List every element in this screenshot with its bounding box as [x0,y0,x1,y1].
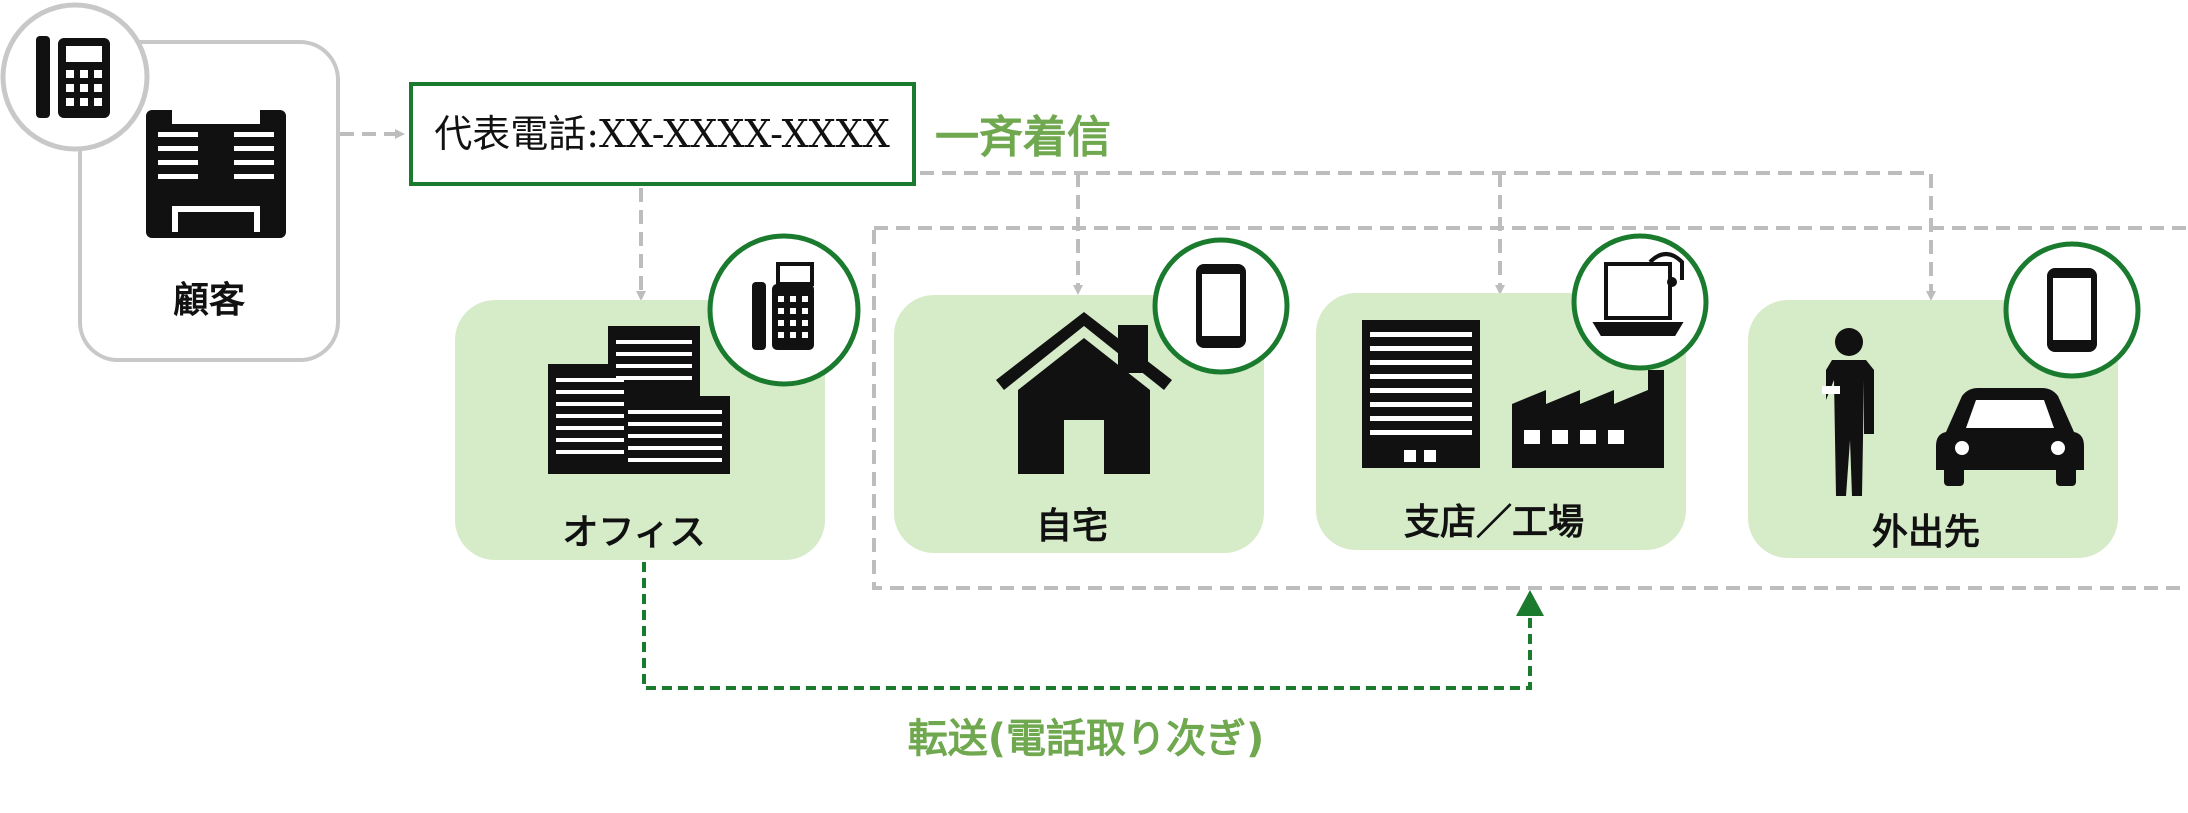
transfer-arrow [642,562,1544,690]
branch-device-badge [1571,233,1709,371]
person-icon [1822,328,1874,496]
broadcast-lines [636,171,1936,301]
location-home-label: 自宅 [1036,505,1108,547]
location-branch-factory: 支店／工場 [1316,233,1709,550]
location-office: オフィス [455,233,861,560]
car-icon [1936,388,2084,486]
office-buildings-icon [548,326,730,474]
location-office-label: オフィス [562,512,705,553]
location-home: 自宅 [894,237,1290,553]
main-phone-label: 代表電話:XX-XXXX-XXXX [434,112,890,156]
customer-label: 顧客 [173,280,245,321]
desk-phone-icon [36,36,110,118]
customer-phone-badge [0,2,150,152]
smartphone-icon [2047,268,2097,352]
factory-icon [1512,370,1664,468]
branch-building-icon [1362,320,1480,468]
desk-phone-icon [752,262,814,350]
location-outside: 外出先 [1748,241,2141,558]
customer-building-icon [146,110,286,238]
location-outside-label: 外出先 [1872,512,1980,553]
main-phone-box [409,82,916,186]
laptop-headset-icon [1592,252,1684,336]
house-icon [996,312,1172,474]
smartphone-icon [1196,264,1246,348]
broadcast-label: 一斉着信 [935,112,1111,163]
remote-locations-group [872,226,2188,590]
location-branch-label: 支店／工場 [1404,502,1584,543]
transfer-label: 転送(電話取り次ぎ) [908,716,1265,762]
